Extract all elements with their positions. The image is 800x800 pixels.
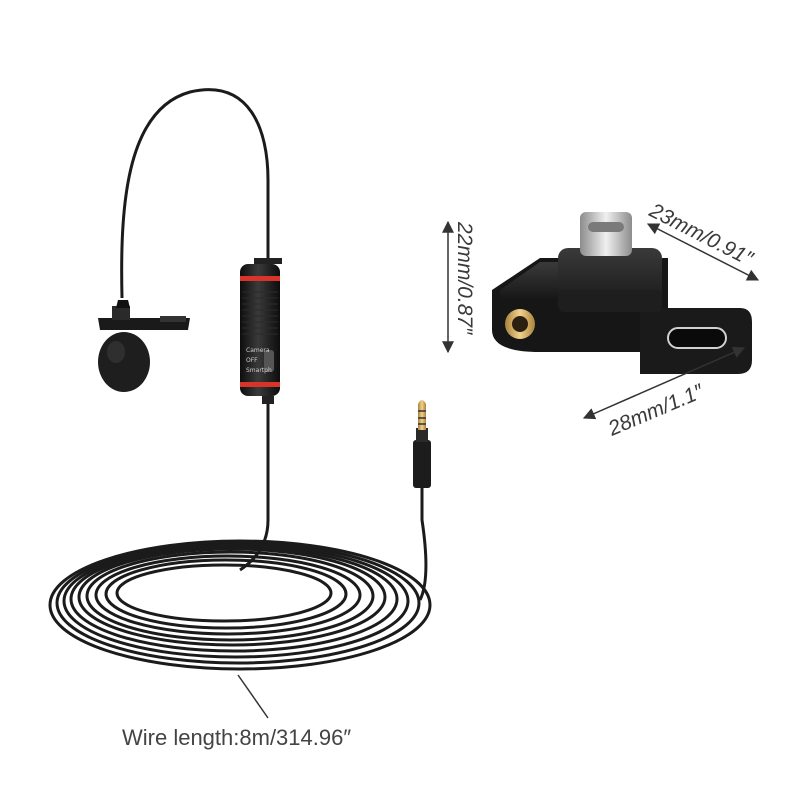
switch-label-smartphone: Smartph <box>246 367 272 374</box>
accent-ring-bottom <box>240 382 280 387</box>
lavalier-clip <box>98 300 190 330</box>
accent-ring-top <box>240 276 280 281</box>
wire-length-label: Wire length:8m/314.96″ <box>122 725 351 750</box>
microphone-windscreen <box>98 332 150 392</box>
dim-arrow-length <box>582 346 746 420</box>
cable-to-plug <box>418 488 428 601</box>
dim-arrow-width <box>646 223 760 281</box>
usb-c-adapter <box>492 212 752 374</box>
cable-loop <box>120 88 270 299</box>
coiled-wire <box>48 539 432 671</box>
dim-label-height: 22mm/0.87″ <box>453 221 476 336</box>
usb-c-port <box>667 327 727 349</box>
wire-length-pointer <box>237 674 269 719</box>
dim-label-length: 28mm/1.1″ <box>604 379 708 441</box>
control-box: Camera OFF Smartph <box>240 258 282 404</box>
switch-label-camera: Camera <box>246 347 270 354</box>
trrs-plug <box>413 400 431 488</box>
switch-label-off: OFF <box>246 357 258 364</box>
usb-c-plug <box>580 212 632 256</box>
mode-switch <box>264 350 274 372</box>
cable-to-coil <box>239 402 270 572</box>
